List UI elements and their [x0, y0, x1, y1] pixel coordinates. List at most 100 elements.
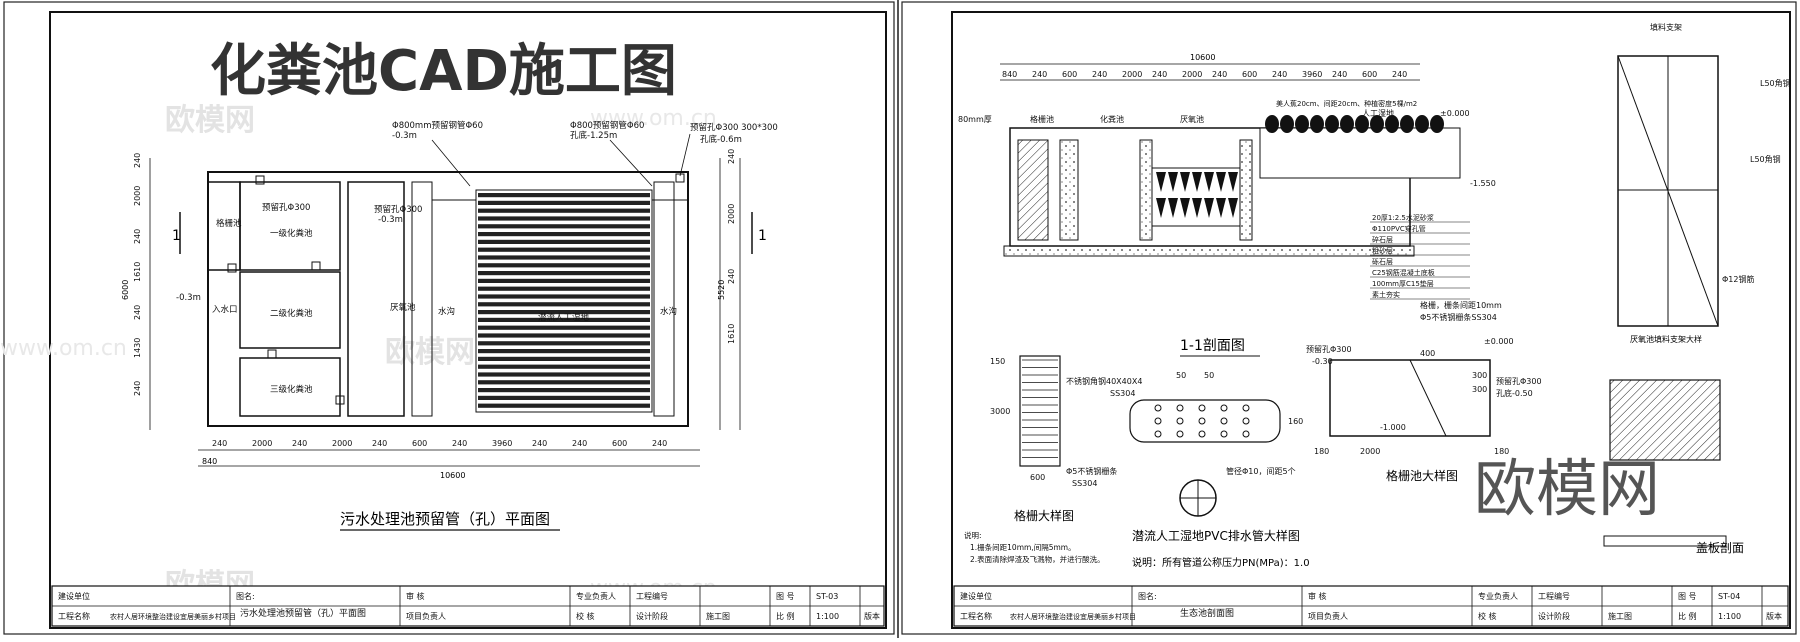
left-sheet-frame [49, 11, 887, 629]
wetland-pipe [478, 294, 650, 299]
dim-bottom-label: 600 [612, 439, 627, 448]
dim-top-label: 240 [1272, 70, 1287, 79]
gt-dim-3: 400 [1420, 349, 1435, 358]
anaerobic-tank [347, 181, 405, 417]
filler-mark [1216, 172, 1226, 192]
plan-title: 污水处理池预留管（孔）平面图 [340, 510, 550, 528]
grid-ss: SS304 [1110, 389, 1135, 398]
tb-project-value: 农村人居环境整治建设宜居美丽乡村项目 [1010, 612, 1136, 621]
dim-bottom-label: 2000 [332, 439, 352, 448]
tb-review: 审 核 [1308, 591, 1327, 601]
pipe-marker [227, 263, 237, 273]
dim-bottom-label: 600 [412, 439, 427, 448]
filler-triangles [1156, 172, 1238, 218]
tb-scale-value: 1:100 [1718, 612, 1741, 621]
plant-circles [1265, 115, 1444, 133]
tb-project-label: 工程名称 [960, 611, 992, 621]
grid-bar: Φ5不锈钢栅条 [1066, 466, 1117, 476]
label-septic-3: 三级化粪池 [270, 384, 313, 395]
pvc-hole [1242, 417, 1250, 425]
wetland-pipe [478, 325, 650, 330]
filler-zone [1151, 167, 1241, 227]
grid-tank-detail: 预留孔Φ300 -0.30 ±0.000 -1.000 格栅，栅条间距10mm … [1306, 300, 1542, 483]
wetland-pipe [478, 310, 650, 315]
dim-bottom-label: 240 [572, 439, 587, 448]
plant-symbol [1295, 115, 1309, 133]
pvc-hole [1176, 430, 1184, 438]
plant-symbol [1265, 115, 1279, 133]
grid-wall [1017, 139, 1049, 241]
ditch-left [411, 181, 433, 417]
grid-detail: 不锈钢角钢40X40X4 SS304 Φ5不锈钢栅条 SS304 150 300… [990, 355, 1142, 523]
dim-top-label: 3960 [1302, 70, 1322, 79]
wetland-pipe [478, 395, 650, 400]
wetland-pipe [478, 278, 650, 283]
tb-stage-value: 施工图 [706, 611, 730, 621]
tb-drawing-label: 图名: [1138, 591, 1157, 601]
label-pipe-b: 预留孔Φ300 300*300 [690, 122, 778, 133]
plant-symbol [1430, 115, 1444, 133]
grid-steel: 不锈钢角钢40X40X4 [1066, 376, 1142, 386]
label-inlet: 入水口 [212, 304, 238, 315]
grid-tank [207, 181, 241, 271]
wetland-pipe [478, 271, 650, 276]
tb-unit-label: 建设单位 [58, 591, 90, 601]
layer-note: 20厚1:2.5水泥砂浆 [1372, 213, 1434, 222]
tb-scale: 比 例 [776, 611, 795, 621]
leader-lines [431, 133, 691, 187]
wetland-pipe [478, 388, 650, 393]
watermark-url: www.om.cn [590, 106, 717, 131]
leader-line [609, 139, 653, 187]
dim-left-label: 1430 [133, 338, 142, 358]
section-mark-right: 1 [758, 228, 767, 244]
tb-fig-no-value: ST-03 [816, 592, 838, 601]
dim-bottom-label: 240 [212, 439, 227, 448]
frame-detail: 填料支架 L50角钢 L50角钢 Φ12钢筋 厌氧池填料支架大样 [1617, 22, 1791, 344]
plant-symbol [1340, 115, 1354, 133]
filler-mark [1192, 198, 1202, 218]
dim-top-label: 240 [1212, 70, 1227, 79]
grid-slope [1409, 359, 1447, 437]
tb-fig-no: 图 号 [1678, 592, 1697, 601]
plant-symbol [1400, 115, 1414, 133]
filler-mark [1228, 198, 1238, 218]
dim-bottom-label: 240 [372, 439, 387, 448]
wetland-pipe [478, 317, 650, 322]
pvc-hole [1242, 404, 1250, 412]
tb-stage: 设计阶段 [636, 611, 668, 621]
wetland-pipe [478, 200, 650, 205]
cover-detail: 盖板剖面 [1603, 379, 1744, 555]
plant-symbol [1325, 115, 1339, 133]
wetland-pipe [478, 380, 650, 385]
gt-bar-ss: Φ5不锈钢栅条SS304 [1420, 312, 1497, 322]
tb-proj-no: 工程编号 [636, 591, 668, 601]
section-mark-left: 1 [172, 228, 181, 244]
leader-line [431, 139, 471, 187]
layer-note: 素土夯实 [1372, 290, 1400, 299]
layer-note: Φ110PVC穿孔管 [1372, 224, 1426, 233]
wetland-pipe [478, 333, 650, 338]
pipe-marker [267, 349, 277, 359]
wetland-pipe [478, 224, 650, 229]
pvc-hole [1176, 404, 1184, 412]
note-pipe1: Φ800mm预留钢管Φ60 [392, 120, 483, 131]
wetland-pipe [478, 232, 650, 237]
dim-bottom-total: 10600 [440, 471, 465, 480]
pvc-hole [1154, 417, 1162, 425]
pipe-markers [227, 173, 685, 405]
dim-top-label: 600 [1062, 70, 1077, 79]
note-line: 2.表面清除焊渣及飞溅物，并进行酸洗。 [970, 554, 1105, 564]
grid-frame [1019, 355, 1061, 467]
plant-symbol [1280, 115, 1294, 133]
label-grid-tank: 格栅池 [216, 218, 242, 229]
wetland-pipe [478, 247, 650, 252]
base-slab [1003, 245, 1415, 257]
pvc-dim-2: 160 [1288, 417, 1303, 426]
dim-right-label: 240 [727, 149, 736, 164]
right-title-block: 建设单位 工程名称 农村人居环境整治建设宜居美丽乡村项目 图名: 生态池剖面图 … [953, 585, 1789, 627]
plant-symbol [1310, 115, 1324, 133]
filler-mark [1228, 172, 1238, 192]
dim-top-label: 240 [1152, 70, 1167, 79]
gt-pipe: 预留孔Φ300 [1306, 344, 1352, 354]
gt-dim-0: 2000 [1360, 447, 1380, 456]
